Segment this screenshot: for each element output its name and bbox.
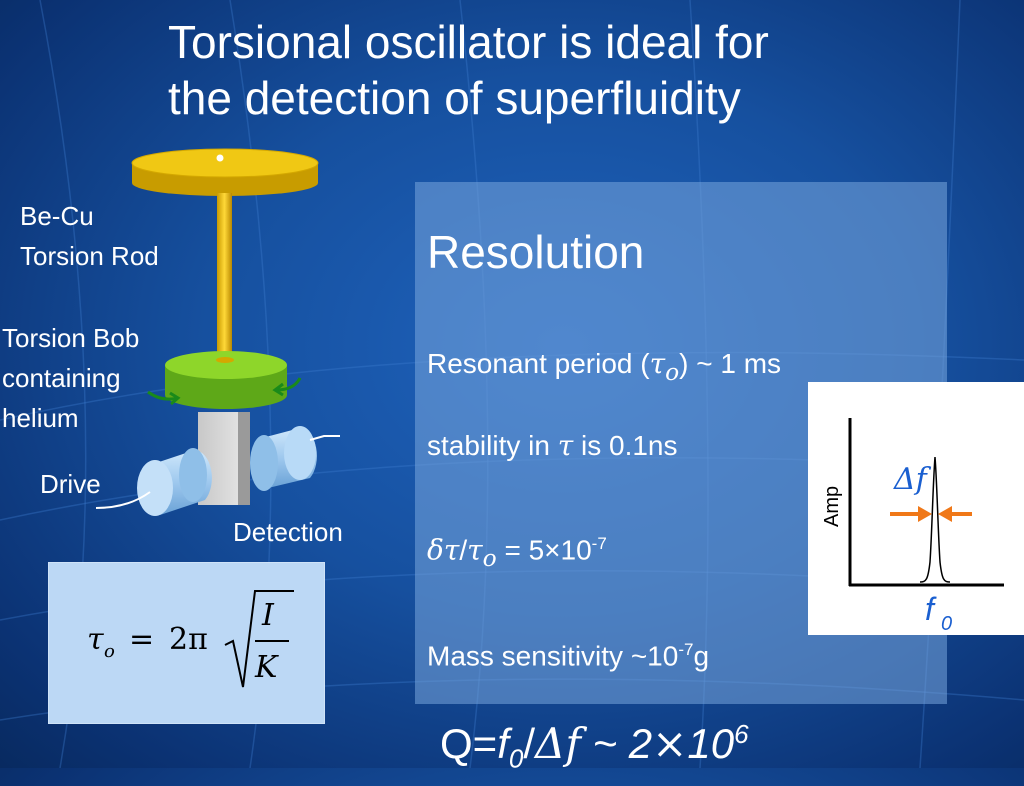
ratio-subscript: o bbox=[482, 543, 497, 572]
top-disk bbox=[131, 148, 319, 196]
q-prefix: Q= bbox=[440, 720, 498, 767]
formula-equals: = bbox=[129, 622, 154, 657]
q-ten: 10 bbox=[687, 720, 735, 767]
period-formula: τ o = 2π I K bbox=[48, 562, 325, 724]
slide-title: Torsional oscillator is ideal for the de… bbox=[168, 14, 968, 126]
ratio-line: δτ/τo = 5×10-7 bbox=[427, 526, 607, 576]
graph-y-axis-label: Amp bbox=[821, 486, 843, 527]
torsional-oscillator-diagram bbox=[95, 148, 340, 516]
bob-label-line-3: helium bbox=[2, 403, 79, 433]
q-delta-f: Δf bbox=[535, 719, 581, 768]
ratio-delta-tau: δτ bbox=[427, 533, 460, 567]
formula-denominator: K bbox=[254, 650, 279, 685]
ratio-value: = 5×10 bbox=[496, 534, 592, 566]
graph-width-label: Δf bbox=[893, 462, 932, 497]
stability-suffix: is 0.1ns bbox=[573, 430, 678, 461]
drive-transducer bbox=[137, 448, 212, 516]
ratio-tau: τ bbox=[467, 533, 483, 567]
title-line-1: Torsional oscillator is ideal for bbox=[168, 16, 769, 68]
ratio-slash: / bbox=[459, 534, 468, 566]
period-suffix: ) ~ 1 ms bbox=[679, 348, 782, 379]
formula-tau: τ bbox=[87, 622, 104, 657]
q-slash: / bbox=[523, 720, 536, 767]
bob-label-line-2: containing bbox=[2, 363, 121, 393]
formula-graphic: τ o = 2π I K bbox=[87, 590, 294, 688]
mass-unit: g bbox=[693, 640, 710, 672]
rod-label-line-2: Torsion Rod bbox=[20, 241, 159, 271]
formula-coefficient: 2π bbox=[169, 622, 208, 657]
stability-prefix: stability in bbox=[427, 430, 558, 461]
drive-label: Drive bbox=[40, 469, 101, 499]
q-approx: ~ 2 bbox=[580, 720, 653, 767]
graph-peak-subscript: 0 bbox=[941, 613, 952, 635]
mass-prefix: Mass sensitivity ~10 bbox=[427, 640, 679, 672]
detection-transducer bbox=[250, 426, 317, 491]
period-subscript: o bbox=[665, 357, 680, 386]
width-arrow-right bbox=[938, 506, 972, 522]
q-f-subscript: 0 bbox=[508, 743, 524, 774]
rotation-arrows bbox=[147, 377, 302, 406]
period-prefix: Resonant period ( bbox=[427, 348, 650, 379]
formula-sqrt bbox=[224, 590, 294, 688]
bob-label-line-1: Torsion Bob bbox=[2, 323, 140, 353]
title-line-2: the detection of superfluidity bbox=[168, 72, 741, 124]
resonance-graph: Amp Δf f 0 bbox=[808, 382, 1024, 635]
torsion-bob bbox=[165, 351, 287, 409]
mass-sensitivity-line: Mass sensitivity ~10-7g bbox=[427, 632, 709, 674]
ratio-exponent: -7 bbox=[591, 534, 607, 553]
resolution-heading: Resolution bbox=[427, 226, 645, 278]
rod-label-line-1: Be-Cu bbox=[20, 201, 94, 231]
q-times: × bbox=[652, 719, 688, 768]
formula-tau-subscript: o bbox=[104, 641, 115, 662]
leader-lines bbox=[95, 435, 340, 509]
detection-label: Detection bbox=[233, 517, 343, 547]
resonance-peak bbox=[919, 456, 951, 583]
stability-line: stability in τ is 0.1ns bbox=[427, 428, 678, 464]
q-exponent: 6 bbox=[734, 719, 749, 749]
period-tau: τ bbox=[649, 347, 666, 380]
mass-exponent: -7 bbox=[678, 640, 694, 659]
stability-tau: τ bbox=[557, 429, 574, 462]
graph-peak-label: f bbox=[925, 591, 937, 627]
resonance-graph-drawing: Amp Δf f 0 bbox=[821, 418, 1004, 635]
torsion-rod bbox=[217, 193, 232, 358]
rod-label: Be-Cu Torsion Rod bbox=[20, 196, 159, 276]
q-f: f bbox=[497, 720, 509, 767]
width-arrow-left bbox=[890, 506, 932, 522]
quality-factor: Q=f0/Δf ~ 2×106 bbox=[440, 706, 749, 786]
resonant-period-line: Resonant period (τo) ~ 1 ms bbox=[427, 346, 781, 390]
formula-numerator: I bbox=[261, 598, 275, 633]
bob-label: Torsion Bob containing helium bbox=[2, 318, 139, 438]
